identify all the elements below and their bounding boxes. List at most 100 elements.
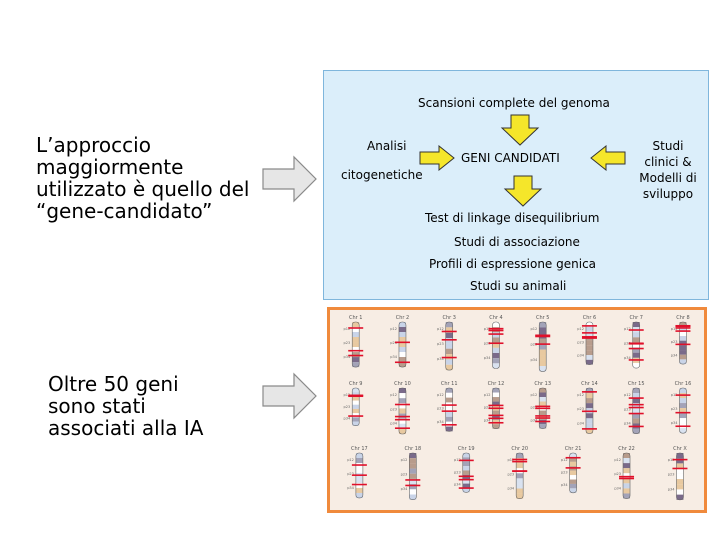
chromosome-outline [515, 452, 524, 499]
approach-line: utilizzato è quello del [36, 177, 250, 201]
chromosome-outline [445, 387, 454, 432]
band-label: p23 [437, 342, 444, 346]
chromosome-band [632, 408, 640, 414]
chromosome-band [539, 410, 547, 416]
band-label: p23 [531, 342, 538, 346]
chromosome-label: Chr 6 [583, 315, 597, 321]
band-label: p12 [531, 393, 538, 397]
note-line: Studi [652, 139, 684, 153]
chromosome-band [569, 461, 577, 467]
band-label: p23 [347, 472, 354, 476]
band-label: p34 [344, 355, 351, 359]
chromosome-band [585, 403, 593, 409]
study-animals: Studi su animali [470, 279, 567, 293]
chromosome-band [539, 401, 547, 407]
chromosome-band [352, 417, 360, 422]
chromosome-band [398, 342, 406, 348]
band-label: p12 [561, 458, 568, 462]
band-label: p12 [624, 327, 631, 331]
band-label: p12 [531, 327, 538, 331]
chromosome-band [679, 331, 687, 337]
genes-line: sono stati [48, 394, 146, 418]
chromosome-band [539, 424, 547, 429]
chromosome-band [569, 457, 577, 462]
band-label: p23 [390, 407, 397, 411]
chromosome-band [462, 479, 470, 484]
chromosome-band [462, 461, 470, 467]
band-label: p12 [577, 393, 584, 397]
down-arrow-icon [503, 175, 543, 207]
chromosome-label: Chr 22 [618, 446, 635, 452]
chromosome-outline [462, 452, 471, 493]
chromosome-label: Chr 20 [511, 446, 528, 452]
chromosome-band [492, 392, 500, 398]
chromosome-band [352, 400, 360, 405]
chromosome-band [398, 357, 406, 363]
chromosome-band [398, 398, 406, 404]
chromosome-band [585, 428, 593, 434]
chromosome-band [585, 355, 593, 360]
chromosome-outline [622, 452, 631, 499]
chromosome-label: Chr 21 [565, 446, 582, 452]
chromosome-band [398, 388, 406, 394]
approach-text: L’approccio maggiormente utilizzato è qu… [36, 134, 249, 222]
chromosome-band [492, 322, 500, 328]
chromosome-band [623, 463, 631, 469]
note-line: sviluppo [642, 187, 694, 201]
chromosome-band [539, 392, 547, 398]
chromosome-band [632, 322, 640, 328]
chromosome-band [352, 327, 360, 333]
clinical-studies-note: Studi clinici & Modelli di sviluppo [628, 138, 708, 202]
chromosome-band [585, 423, 593, 429]
chromosome-label: Chr X [673, 446, 687, 452]
geni-candidati-label: GENI CANDIDATI [461, 151, 560, 165]
chromosome-band [462, 466, 470, 471]
chromosome-band [679, 354, 687, 360]
band-label: p12 [344, 393, 351, 397]
chromosome-band [352, 413, 360, 418]
band-label: p23 [624, 341, 631, 345]
chromosome-band [352, 347, 360, 353]
study-association: Studi di associazione [454, 235, 580, 249]
chromosome-band [355, 457, 363, 463]
band-label: p12 [454, 458, 461, 462]
chromosome-band [398, 403, 406, 409]
band-label: p23 [614, 472, 621, 476]
chromosome-band [539, 344, 547, 350]
chromosome-band [569, 488, 577, 493]
chromosome-band [492, 332, 500, 338]
chromosome-band [352, 421, 360, 426]
chromosome-band [398, 352, 406, 358]
chromosome-band [585, 398, 593, 404]
chromosome-band [623, 468, 631, 474]
chromosome-band [623, 473, 631, 479]
chromosome-band [492, 388, 500, 393]
chromosome-band [445, 332, 453, 339]
chromosome-band [516, 458, 524, 464]
chromosome-outline [569, 452, 577, 494]
chromosome-band [445, 348, 453, 355]
chromosome-band [445, 416, 453, 422]
chromosome-band [516, 473, 524, 479]
band-label: p12 [668, 458, 675, 462]
band-label: p34 [671, 353, 678, 357]
band-label: p34 [484, 418, 491, 422]
chromosome-band [409, 489, 417, 495]
chromosome-band [632, 347, 640, 353]
chromosome-band [445, 388, 453, 393]
chromosome-band [623, 488, 631, 494]
band-label: p12 [671, 393, 678, 397]
band-label: p23 [390, 341, 397, 345]
chromosome-label: Chr 13 [534, 381, 551, 387]
band-label: p23 [484, 342, 491, 346]
chromosome-outline [538, 321, 547, 372]
band-label: p34 [507, 487, 514, 491]
chromosome-label: Chr 9 [349, 381, 363, 387]
chromosome-band [679, 326, 687, 332]
